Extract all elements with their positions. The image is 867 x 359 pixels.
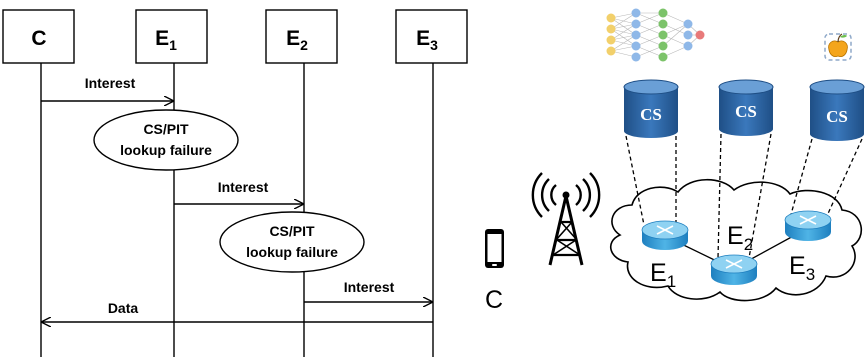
cell-tower-icon: [531, 172, 601, 266]
router-label-e1: E1: [650, 259, 676, 291]
cs-store-2: CS: [718, 79, 774, 136]
node-label-e3: E3: [416, 27, 438, 53]
client-label: C: [485, 286, 503, 314]
failure-line2: lookup failure: [120, 142, 212, 158]
router-e3: [784, 210, 832, 241]
router-e1: [641, 220, 689, 250]
cloud-outline: [609, 179, 863, 302]
lookup-failure-e2: CS/PIT lookup failure: [219, 211, 365, 273]
message-label: Interest: [85, 75, 136, 91]
failure-line1: CS/PIT: [269, 223, 315, 239]
router-arrows-icon: [656, 225, 674, 235]
cs-label: CS: [826, 107, 848, 126]
node-label-c: C: [31, 27, 46, 50]
smartphone-icon: [485, 229, 504, 268]
apple-icon: [824, 33, 852, 61]
cs-label: CS: [640, 105, 662, 124]
cs-store-1: CS: [623, 79, 679, 138]
sequence-diagram: C E1 E2 E3 Interest CS/PIT lookup failur…: [2, 9, 468, 357]
message-label: Data: [108, 300, 139, 316]
message-interest-c-e1: Interest: [41, 75, 173, 101]
router-e2: [710, 254, 758, 285]
node-box-e2: E2: [265, 9, 338, 64]
message-interest-e1-e2: Interest: [174, 179, 303, 204]
node-label-e1: E1: [155, 27, 177, 53]
node-label-e2: E2: [286, 27, 308, 53]
cs-label: CS: [735, 102, 757, 121]
failure-line1: CS/PIT: [143, 121, 189, 137]
cs-dashed-links: [625, 133, 863, 259]
message-data-e3-c: Data: [42, 300, 433, 322]
failure-line2: lookup failure: [246, 244, 338, 260]
cs-store-3: CS: [809, 79, 865, 141]
node-box-c: C: [2, 9, 75, 64]
topology-diagram: CS CS CS: [485, 8, 865, 314]
router-arrows-icon: [799, 215, 817, 225]
node-box-e3: E3: [395, 9, 468, 64]
router-label-e2: E2: [727, 222, 753, 254]
lookup-failure-e1: CS/PIT lookup failure: [93, 109, 239, 171]
node-box-e1: E1: [135, 9, 208, 64]
message-label: Interest: [344, 279, 395, 295]
neural-network-icon: [606, 8, 705, 62]
message-label: Interest: [218, 179, 269, 195]
message-interest-e2-e3: Interest: [304, 279, 432, 302]
router-arrows-icon: [725, 259, 743, 269]
router-label-e3: E3: [789, 252, 815, 284]
